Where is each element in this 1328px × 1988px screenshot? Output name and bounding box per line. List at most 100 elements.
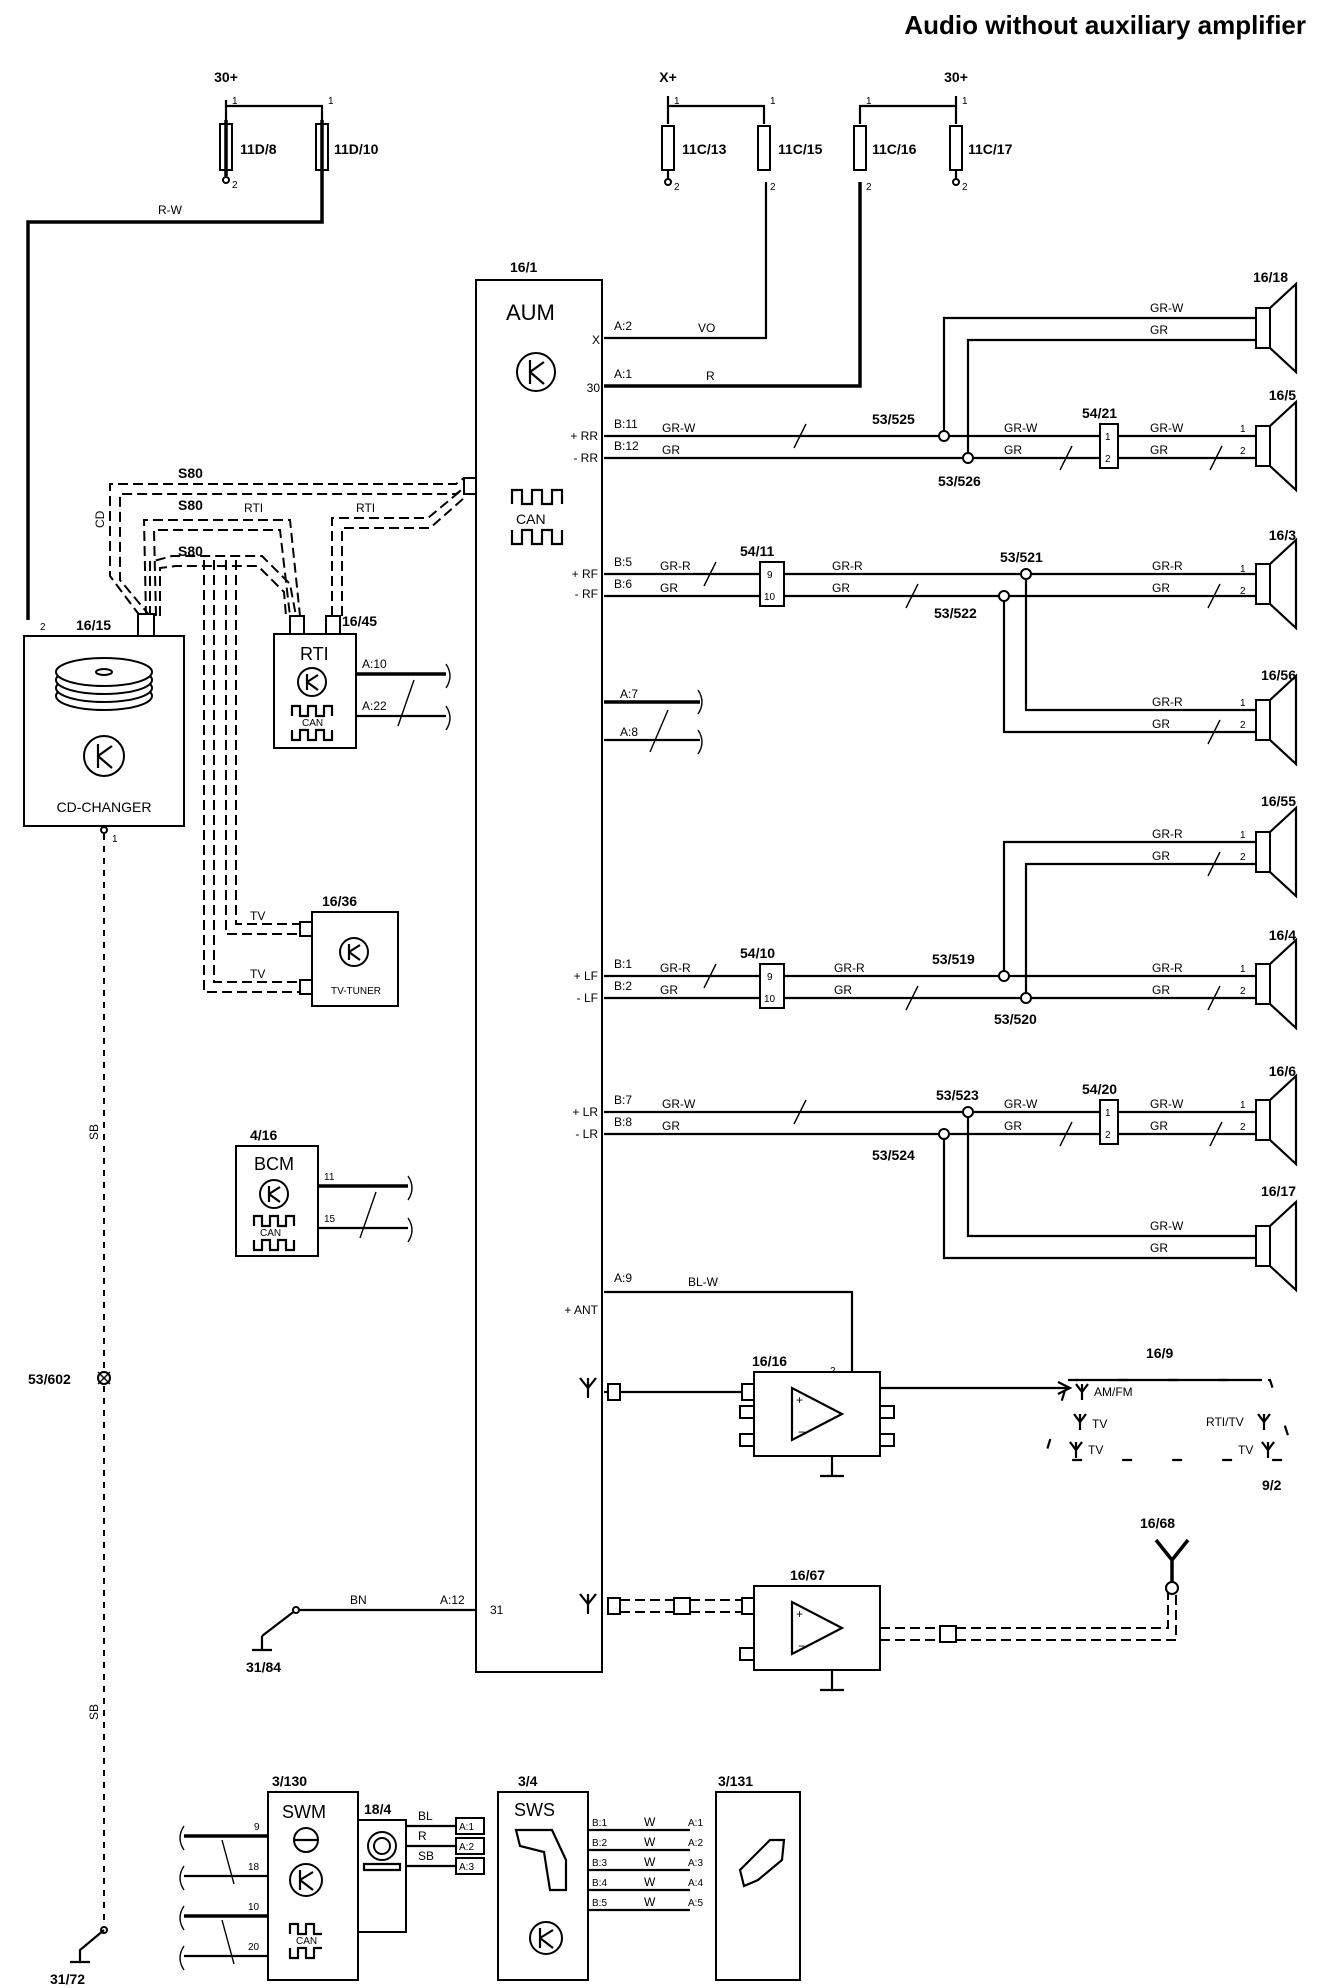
stalk-icon [514,1828,568,1892]
pin-label: 2 [232,180,238,191]
svg-text:B:4: B:4 [592,1878,607,1889]
splice-53-525 [938,430,950,442]
svg-text:A:8: A:8 [620,725,638,739]
svg-text:+ LR: + LR [572,1105,598,1119]
fuse-icon [661,125,675,171]
svg-text:GR: GR [660,983,678,997]
svg-text:CAN: CAN [260,1228,281,1239]
svg-text:2: 2 [1105,454,1111,465]
svg-text:GR: GR [1004,443,1022,457]
svg-text:2: 2 [1105,1130,1111,1141]
svg-text:X: X [592,333,600,347]
svg-text:TV-TUNER: TV-TUNER [331,986,381,997]
svg-text:BN: BN [350,1593,367,1607]
svg-text:A:12: A:12 [440,1593,465,1607]
svg-text:A:7: A:7 [620,687,638,701]
svg-text:B:8: B:8 [614,1115,632,1129]
svg-text:20: 20 [248,1942,260,1953]
svg-text:54/20: 54/20 [1082,1081,1117,1097]
pin-label: 1 [674,96,680,107]
fuse-group-right: 30+ 1 1 11C/16 11C/17 2 2 [853,69,1013,193]
fuse-icon [853,125,867,171]
svg-text:GR-R: GR-R [834,961,865,975]
fuse-group-mid: X+ 1 1 11C/13 11C/15 2 2 [659,69,822,193]
svg-text:GR-W: GR-W [662,421,696,435]
svg-text:R: R [706,369,715,383]
supply-label: X+ [659,69,677,85]
svg-text:B:11: B:11 [614,417,638,431]
svg-text:GR: GR [832,581,850,595]
svg-text:+ RF: + RF [572,567,598,581]
svg-text:+ RR: + RR [570,429,598,443]
svg-text:30: 30 [587,381,601,395]
svg-text:A:2: A:2 [614,319,632,333]
svg-text:2: 2 [1240,720,1246,731]
pin-label: 2 [770,182,776,193]
svg-text:16/17: 16/17 [1261,1183,1296,1199]
svg-text:W: W [644,1855,656,1869]
svg-text:53/520: 53/520 [994,1011,1037,1027]
svg-text:9/2: 9/2 [1262,1477,1282,1493]
svg-text:10: 10 [248,1902,260,1913]
splice-53-520 [1020,992,1032,1004]
svg-text:W: W [644,1895,656,1909]
svg-text:GR-R: GR-R [1152,559,1183,573]
fuse-label: 11D/8 [240,141,277,157]
diagram-title: Audio without auxiliary amplifier [904,10,1306,40]
bcm-module: 4/16 BCM CAN 11 15 [235,1127,413,1257]
svg-text:18: 18 [248,1862,260,1873]
svg-text:RTI/TV: RTI/TV [1206,1415,1244,1429]
svg-text:B:1: B:1 [614,957,632,971]
svg-text:A:4: A:4 [688,1878,703,1889]
svg-text:SWM: SWM [282,1802,326,1822]
svg-text:SB: SB [418,1849,434,1863]
svg-text:16/56: 16/56 [1261,667,1296,683]
svg-text:−: − [798,1425,805,1439]
pin-label: 1 [866,96,872,107]
svg-text:VO: VO [698,321,715,335]
aum-id: 16/1 [510,259,537,275]
svg-text:3/130: 3/130 [272,1773,307,1789]
connector-54-10 [759,963,785,1009]
svg-text:2: 2 [1240,446,1246,457]
svg-text:GR-R: GR-R [660,559,691,573]
svg-text:53/521: 53/521 [1000,549,1043,565]
svg-text:A:22: A:22 [362,699,387,713]
svg-text:+: + [796,1607,803,1621]
svg-text:GR-W: GR-W [662,1097,696,1111]
svg-text:GR-R: GR-R [1152,961,1183,975]
svg-text:W: W [644,1875,656,1889]
transistor-icon [289,1863,323,1897]
svg-text:53/524: 53/524 [872,1147,915,1163]
fuse-icon [949,125,963,171]
fuse-label: 11C/13 [682,141,727,157]
svg-text:CAN: CAN [302,718,323,729]
svg-text:TV: TV [250,909,265,923]
svg-text:54/10: 54/10 [740,945,775,961]
svg-text:A:10: A:10 [362,657,387,671]
svg-text:18/4: 18/4 [364,1801,391,1817]
pin-label: 1 [328,96,334,107]
svg-text:GR-W: GR-W [1150,1097,1184,1111]
can-signal-icon [252,1214,296,1228]
svg-text:3/131: 3/131 [718,1773,753,1789]
stalk-icon [738,1838,786,1888]
svg-text:GR: GR [1004,1119,1022,1133]
svg-text:BCM: BCM [254,1154,294,1174]
svg-text:GR-R: GR-R [660,961,691,975]
svg-text:A:9: A:9 [614,1271,632,1285]
svg-text:GR: GR [1150,1119,1168,1133]
aum-left-labels: X 30 + RR - RR + RF - RF + LF - LF + LR … [490,333,600,1617]
connector-54-21 [1099,423,1119,469]
svg-text:GR: GR [1152,581,1170,595]
svg-text:BL: BL [418,1809,433,1823]
fuse-label: 11D/10 [334,141,379,157]
svg-text:B:12: B:12 [614,439,639,453]
aum-module: 16/1 AUM CAN [475,259,603,1673]
pin-label: 2 [674,182,680,193]
svg-text:53/522: 53/522 [934,605,977,621]
pin-label: 2 [866,182,872,193]
svg-text:53/525: 53/525 [872,411,915,427]
aum-can: CAN [516,511,546,527]
